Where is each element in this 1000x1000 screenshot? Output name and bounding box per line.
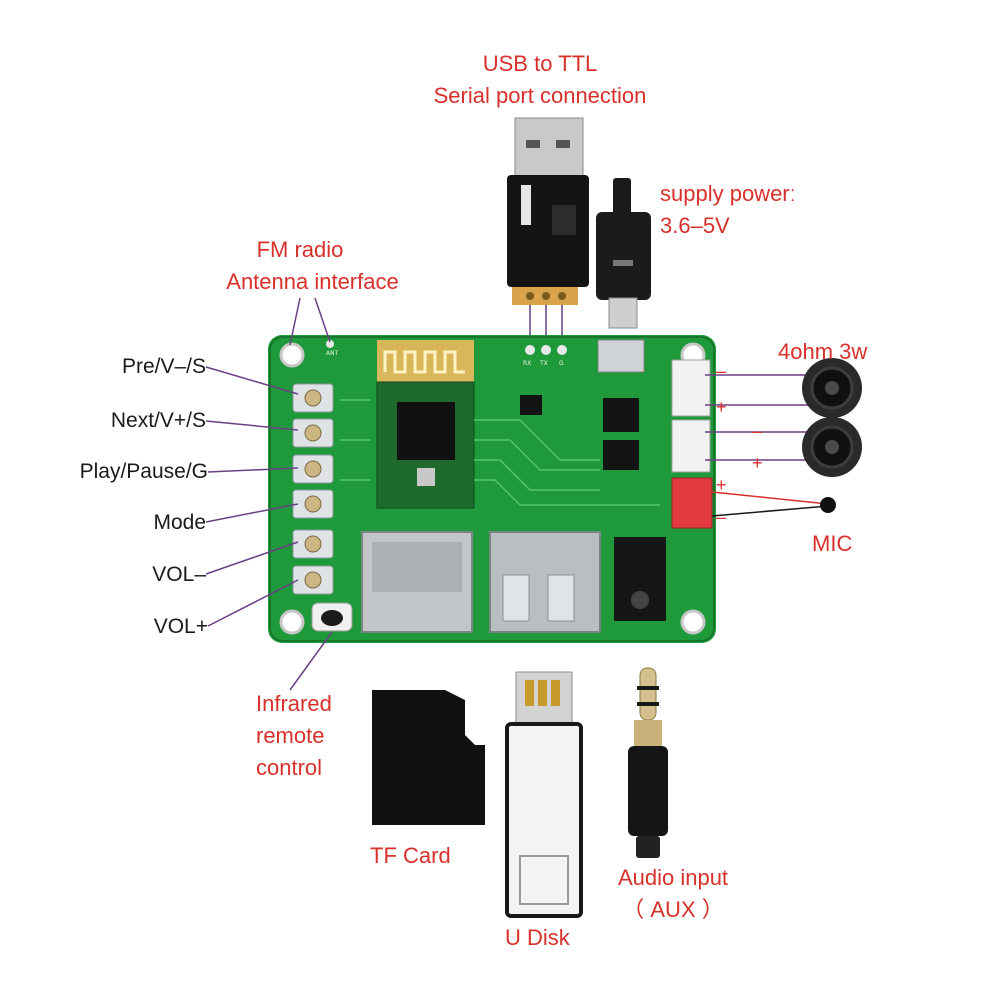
microphone-icon: [820, 497, 836, 513]
speaker-wires: [705, 374, 808, 461]
infrared-label-line2: remote: [256, 723, 325, 748]
polarity-minus-1: –: [716, 361, 727, 381]
speaker-icon: [802, 358, 862, 418]
button-label-next: Next/V+/S: [110, 409, 206, 432]
usb-stick-icon: [505, 671, 583, 918]
audio-jack-icon: [628, 667, 668, 858]
infrared-label-line1: Infrared: [256, 691, 332, 716]
pcb-mark-g: G: [559, 360, 564, 367]
polarity-minus-2: –: [752, 421, 763, 441]
button-label-vol-plus: VOL+: [153, 615, 208, 638]
aux-label-line2: （ AUX ）: [622, 897, 724, 922]
polarity-plus-2: +: [752, 453, 763, 473]
u-disk-label: U Disk: [505, 925, 570, 950]
pcb-mark-ant: ANT: [326, 350, 339, 357]
polarity-plus-3: +: [716, 475, 727, 495]
polarity-plus-1: +: [716, 397, 727, 417]
polarity-minus-3: –: [716, 507, 727, 527]
infrared-label-line3: control: [256, 755, 323, 780]
micro-usb-plug-icon: [596, 178, 651, 329]
fm-label-line2: Antenna interface: [226, 269, 399, 294]
pcb-mark-tx: TX: [540, 360, 548, 367]
speaker-icon: [802, 417, 862, 477]
usb-ttl-label-line2: Serial port connection: [433, 83, 647, 108]
button-label-pre: Pre/V–/S: [121, 355, 206, 378]
pcb-board: [268, 335, 716, 643]
tf-card-label: TF Card: [370, 843, 451, 868]
button-leader-lines: [205, 366, 299, 627]
supply-power-label-line1: supply powerː: [660, 181, 796, 206]
aux-label-line1: Audio input: [617, 865, 729, 890]
usb-ttl-label-line1: USB to TTL: [482, 51, 598, 76]
button-label-play-pause: Play/Pause/G: [79, 460, 208, 483]
fm-label-line1: FM radio: [256, 237, 344, 262]
pcb-mark-rx: RX: [523, 360, 532, 367]
mic-label: MIC: [812, 531, 853, 556]
supply-power-label-line2: 3.6–5V: [660, 213, 730, 238]
button-label-vol-minus: VOL–: [152, 563, 206, 586]
tf-card-icon: [372, 690, 485, 825]
speaker-label: 4ohm 3w: [778, 339, 868, 364]
usb-ttl-adapter-icon: [507, 117, 589, 305]
button-label-mode: Mode: [153, 511, 206, 534]
